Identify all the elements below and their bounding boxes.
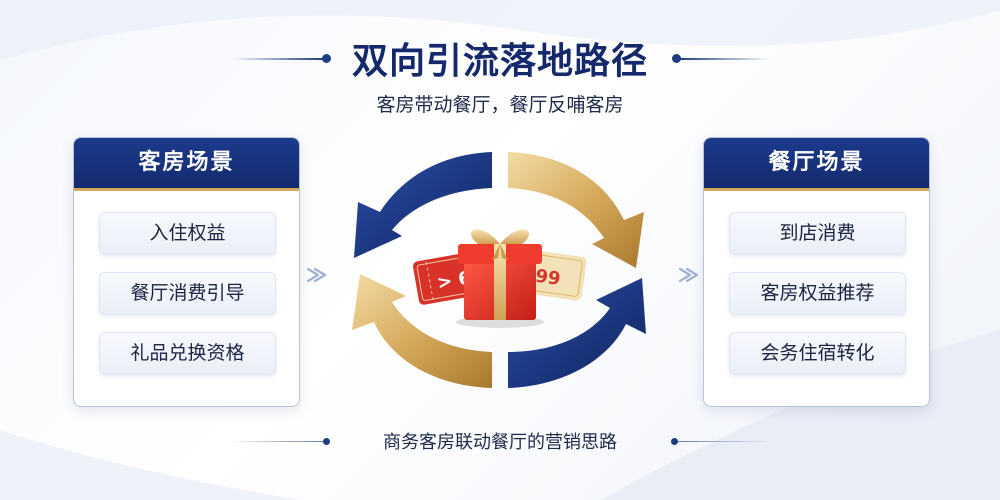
gift-box-icon (456, 229, 544, 328)
cycle-arrow-top-left (354, 152, 492, 258)
title-dot-right (672, 54, 681, 63)
cycle-arrow-bottom-left (352, 274, 492, 388)
title-row: 双向引流落地路径 (0, 30, 1000, 82)
page-title: 双向引流落地路径 (351, 41, 648, 82)
title-rule-right (678, 58, 770, 60)
title-dot-left (322, 54, 331, 63)
chevron-right-icon (306, 267, 327, 283)
guest-room-panel-header: 客房场景 (74, 138, 299, 191)
guest-room-panel: 客房场景 入住权益 餐厅消费引导 礼品兑换资格 (73, 137, 300, 407)
page-subtitle: 客房带动餐厅，餐厅反哺客房 (376, 94, 624, 116)
footer-rule-right (678, 441, 773, 442)
chevron-right-icon (678, 267, 699, 283)
cycle-diagram: > 6 99 (352, 152, 646, 388)
cycle-arrow-bottom-right (508, 278, 646, 388)
title-rule-left (232, 58, 324, 60)
footer-dot-right (671, 438, 678, 445)
restaurant-panel: 餐厅场景 到店消费 客房权益推荐 会务住宿转化 (703, 137, 930, 407)
restaurant-item: 会务住宿转化 (729, 332, 906, 375)
footer-dot-left (323, 438, 330, 445)
guest-room-item: 餐厅消费引导 (99, 272, 276, 315)
restaurant-item: 客房权益推荐 (729, 272, 906, 315)
restaurant-panel-header: 餐厅场景 (704, 138, 929, 191)
cycle-arrow-top-right (508, 152, 644, 268)
guest-room-item: 礼品兑换资格 (99, 332, 276, 375)
guest-room-item: 入住权益 (99, 212, 276, 255)
footer-rule-left (228, 441, 323, 442)
restaurant-item: 到店消费 (729, 212, 906, 255)
voucher-right-text: 99 (534, 266, 562, 290)
footer-caption: 商务客房联动餐厅的营销思路 (383, 432, 617, 453)
